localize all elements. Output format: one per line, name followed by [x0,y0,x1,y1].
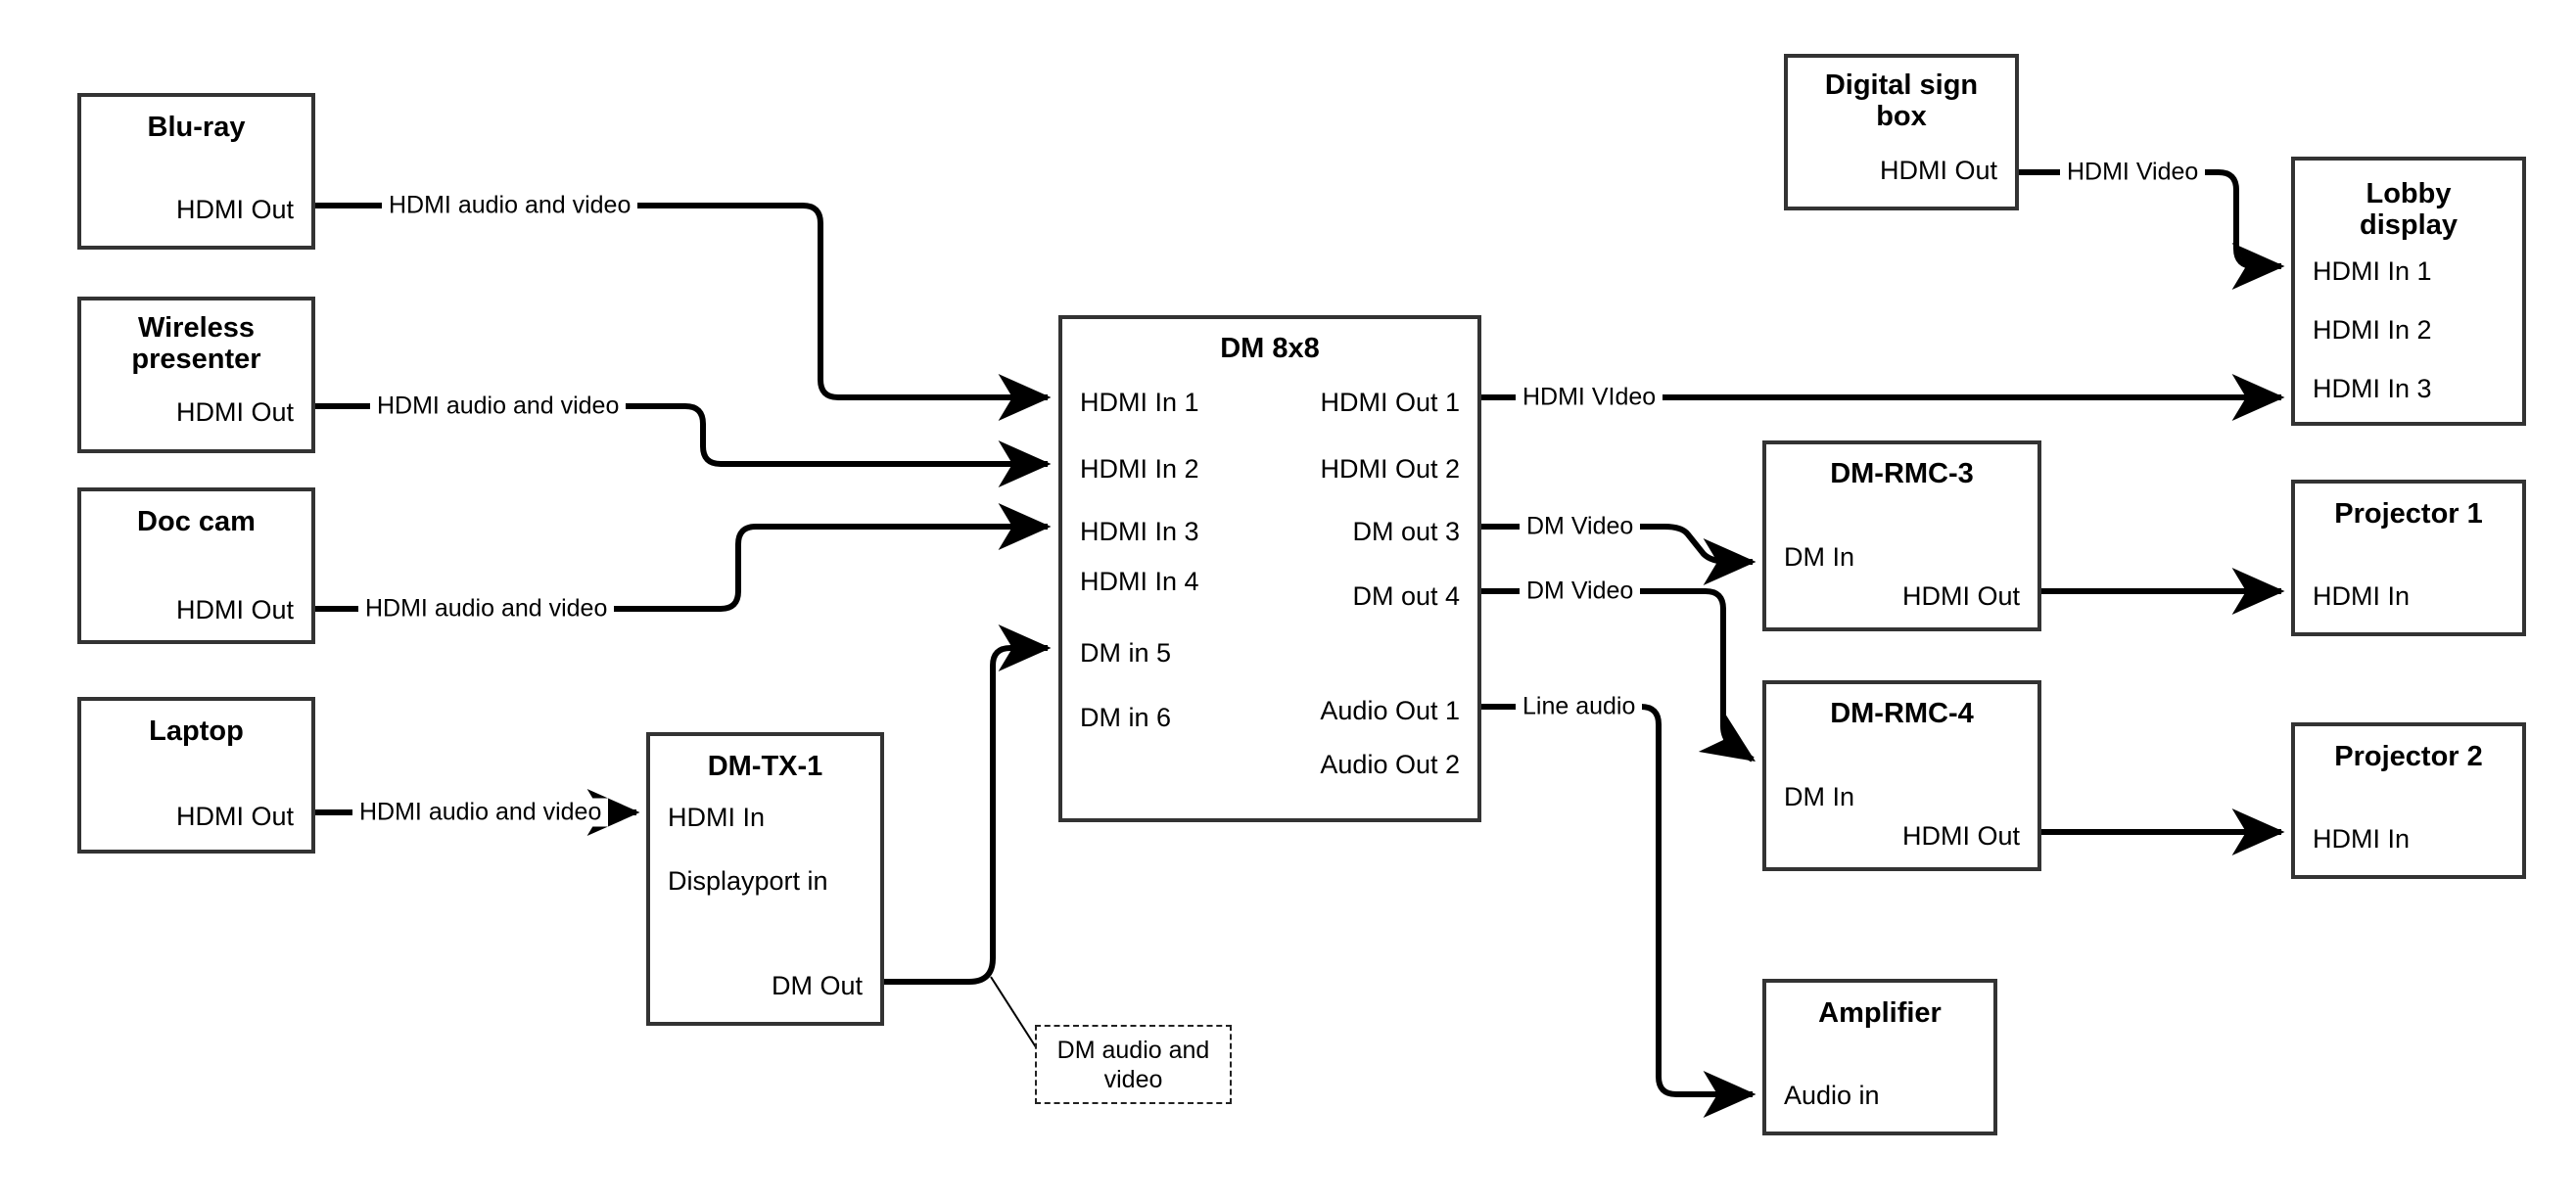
wire-callout-leader [990,976,1039,1051]
port-dm-8x8-hdmi-in-1: HDMI In 1 [1080,388,1199,417]
node-digital-sign-box-title: Digital sign box [1824,69,1979,133]
node-dm-tx-1-title: DM-TX-1 [707,751,823,782]
node-projector-1-title: Projector 1 [2334,498,2483,530]
node-wireless-presenter[interactable]: Wireless presenter HDMI Out [77,297,315,453]
port-amplifier-audio-in: Audio in [1784,1081,1880,1110]
port-projector-1-hdmi-in: HDMI In [2313,581,2411,611]
callout-text: DM audio and video [1056,1036,1210,1093]
node-wireless-presenter-title: Wireless presenter [131,312,261,376]
node-dm-rmc-3[interactable]: DM-RMC-3 DM In HDMI Out [1762,440,2041,631]
port-dm-8x8-dm-in-5: DM in 5 [1080,638,1172,668]
wire-label-dm-out-4: DM Video [1520,577,1641,606]
node-blu-ray-title: Blu-ray [147,112,246,143]
wire-label-doc-cam: HDMI audio and video [358,594,615,624]
node-laptop[interactable]: Laptop HDMI Out [77,697,315,854]
port-dm-8x8-hdmi-out-1: HDMI Out 1 [1320,388,1460,417]
port-lobby-display-hdmi-in-1: HDMI In 1 [2313,256,2432,286]
node-doc-cam[interactable]: Doc cam HDMI Out [77,487,315,644]
port-dm-rmc-3-dm-in: DM In [1784,542,1855,572]
wire-audio-out-1-to-amplifier [1481,704,1756,1118]
port-dm-8x8-hdmi-out-2: HDMI Out 2 [1320,454,1460,484]
node-doc-cam-title: Doc cam [137,506,256,537]
port-dm-8x8-hdmi-in-3: HDMI In 3 [1080,517,1199,546]
node-lobby-display-title: Lobby display [2360,178,2458,242]
wire-label-wireless-presenter: HDMI audio and video [370,392,627,421]
port-blu-ray-hdmi-out: HDMI Out [175,195,294,224]
wire-label-dm-out-3: DM Video [1520,512,1641,541]
port-doc-cam-hdmi-out: HDMI Out [175,595,294,624]
node-dm-8x8-title: DM 8x8 [1220,333,1320,364]
port-wireless-presenter-hdmi-out: HDMI Out [175,397,294,427]
wire-label-hdmi-out-1: HDMI VIdeo [1516,383,1663,412]
port-dm-tx-1-displayport-in: Displayport in [668,866,828,896]
port-dm-8x8-dm-in-6: DM in 6 [1080,703,1172,732]
node-dm-8x8[interactable]: DM 8x8 HDMI In 1 HDMI In 2 HDMI In 3 HDM… [1058,315,1481,822]
wire-label-laptop: HDMI audio and video [352,798,609,827]
node-lobby-display[interactable]: Lobby display HDMI In 1 HDMI In 2 HDMI I… [2291,157,2526,426]
node-dm-rmc-3-title: DM-RMC-3 [1830,458,1974,489]
port-dm-8x8-dm-out-3: DM out 3 [1352,517,1460,546]
node-amplifier-title: Amplifier [1818,997,1942,1029]
node-blu-ray[interactable]: Blu-ray HDMI Out [77,93,315,250]
port-lobby-display-hdmi-in-2: HDMI In 2 [2313,315,2432,345]
node-projector-2[interactable]: Projector 2 HDMI In [2291,722,2526,879]
wire-label-audio-out-1: Line audio [1516,692,1643,721]
port-dm-8x8-hdmi-in-2: HDMI In 2 [1080,454,1199,484]
port-dm-rmc-4-dm-in: DM In [1784,782,1855,811]
wire-dm-tx-1-to-dm-in-5 [884,624,1052,985]
port-dm-tx-1-hdmi-in: HDMI In [668,803,766,832]
callout-dm-audio-and-video: DM audio and video [1035,1025,1232,1104]
port-dm-8x8-audio-out-2: Audio Out 2 [1320,750,1460,779]
node-projector-1[interactable]: Projector 1 HDMI In [2291,480,2526,636]
port-laptop-hdmi-out: HDMI Out [175,802,294,831]
port-dm-rmc-3-hdmi-out: HDMI Out [1901,581,2020,611]
port-digital-sign-box-hdmi-out: HDMI Out [1879,156,1997,185]
port-dm-8x8-audio-out-1: Audio Out 1 [1320,696,1460,725]
node-dm-rmc-4[interactable]: DM-RMC-4 DM In HDMI Out [1762,680,2041,871]
port-dm-8x8-dm-out-4: DM out 4 [1352,581,1460,611]
node-laptop-title: Laptop [149,716,244,747]
wire-blu-ray-to-hdmi-in-1 [315,203,1052,421]
port-dm-rmc-4-hdmi-out: HDMI Out [1901,821,2020,851]
wire-label-blu-ray: HDMI audio and video [382,191,638,220]
node-dm-rmc-4-title: DM-RMC-4 [1830,698,1974,729]
port-projector-2-hdmi-in: HDMI In [2313,824,2411,854]
port-lobby-display-hdmi-in-3: HDMI In 3 [2313,374,2432,403]
node-dm-tx-1[interactable]: DM-TX-1 HDMI In Displayport in DM Out [646,732,884,1026]
port-dm-8x8-hdmi-in-4: HDMI In 4 [1080,567,1199,596]
node-digital-sign-box[interactable]: Digital sign box HDMI Out [1784,54,2019,210]
node-projector-2-title: Projector 2 [2334,741,2483,772]
node-amplifier[interactable]: Amplifier Audio in [1762,979,1997,1135]
wire-dm-out-4-to-rmc-4 [1481,588,1756,762]
wire-label-digital-sign-box: HDMI Video [2060,158,2206,187]
port-dm-tx-1-dm-out: DM Out [771,971,863,1000]
